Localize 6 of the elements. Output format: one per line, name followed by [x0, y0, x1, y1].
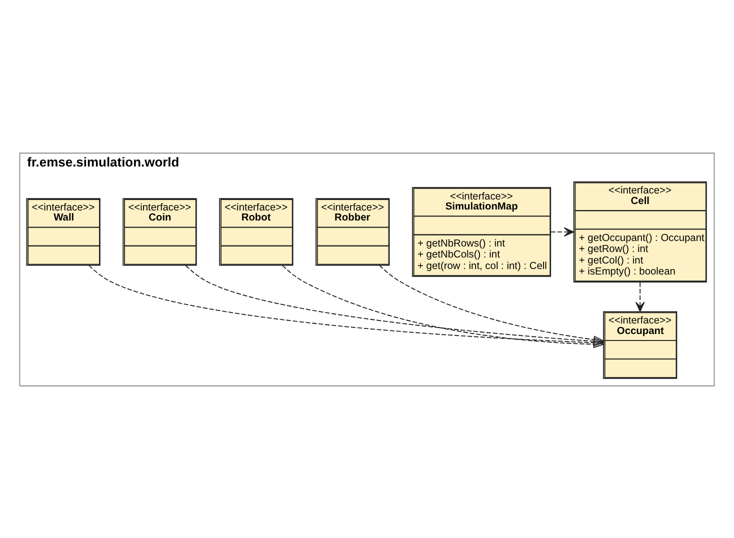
- arrow: [185, 264, 605, 345]
- arrow: [88, 264, 604, 346]
- arrow: [282, 264, 605, 348]
- arrow: [550, 226, 574, 236]
- arrow: [635, 281, 645, 312]
- arrow: [379, 264, 605, 343]
